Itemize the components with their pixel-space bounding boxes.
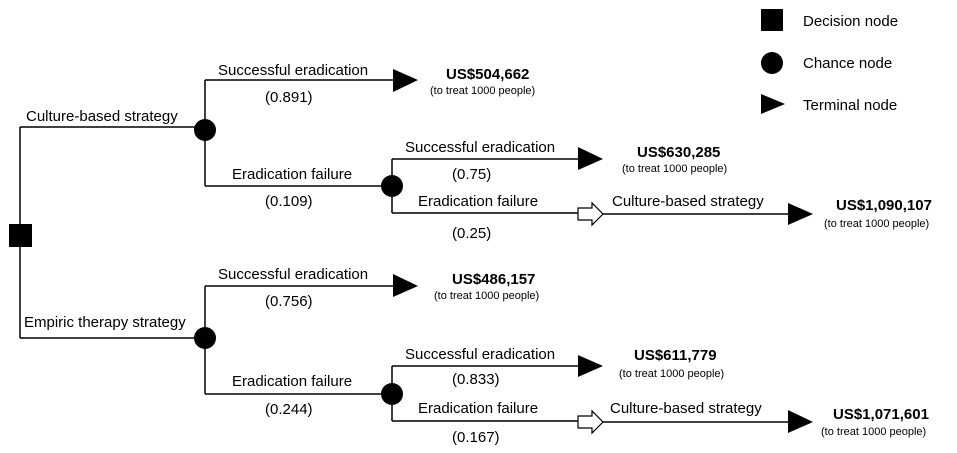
culture-sub-success-prob: (0.75) xyxy=(452,166,491,183)
empiric-strategy-label: Empiric therapy strategy xyxy=(24,314,186,331)
culture-success-label: Successful eradication xyxy=(218,62,368,79)
culture-fail-prob: (0.109) xyxy=(265,193,313,210)
culture-sub-success-terminal-icon xyxy=(578,147,603,170)
empiric-success-prob: (0.756) xyxy=(265,293,313,310)
empiric-success-cost: US$486,157 xyxy=(452,271,535,288)
legend: Decision node Chance node Terminal node xyxy=(761,9,898,114)
legend-chance-label: Chance node xyxy=(803,55,892,72)
legend-decision-icon xyxy=(761,9,783,31)
empiric-success-label: Successful eradication xyxy=(218,266,368,283)
culture-sub-fail-terminal-icon xyxy=(788,203,813,225)
empiric-success-note: (to treat 1000 people) xyxy=(434,290,539,302)
culture-sub-fail-transition-arrow-icon xyxy=(577,201,604,227)
empiric-sub-fail-terminal-icon xyxy=(788,410,813,433)
empiric-sub-fail-cost: US$1,071,601 xyxy=(833,406,929,423)
empiric-fail-prob: (0.244) xyxy=(265,401,313,418)
culture-branch: Culture-based strategy Successful eradic… xyxy=(20,62,932,242)
culture-sub-fail-label: Eradication failure xyxy=(418,193,538,210)
legend-chance-icon xyxy=(761,52,783,74)
culture-sub-fail-prob: (0.25) xyxy=(452,225,491,242)
empiric-next-strategy-label: Culture-based strategy xyxy=(610,400,762,417)
culture-success-cost: US$504,662 xyxy=(446,66,529,83)
empiric-sub-chance-node xyxy=(381,383,403,405)
culture-sub-chance-node xyxy=(381,175,403,197)
empiric-sub-success-prob: (0.833) xyxy=(452,371,500,388)
culture-fail-label: Eradication failure xyxy=(232,166,352,183)
decision-node xyxy=(9,224,32,247)
empiric-sub-fail-note: (to treat 1000 people) xyxy=(821,426,926,438)
legend-terminal-icon xyxy=(761,94,785,114)
culture-success-prob: (0.891) xyxy=(265,89,313,106)
empiric-success-terminal-icon xyxy=(393,274,418,297)
empiric-sub-fail-label: Eradication failure xyxy=(418,400,538,417)
culture-success-note: (to treat 1000 people) xyxy=(430,85,535,97)
empiric-branch: Empiric therapy strategy Successful erad… xyxy=(20,266,929,446)
culture-sub-success-cost: US$630,285 xyxy=(637,144,720,161)
culture-sub-fail-cost: US$1,090,107 xyxy=(836,197,932,214)
culture-chance-node xyxy=(194,119,216,141)
empiric-sub-fail-prob: (0.167) xyxy=(452,429,500,446)
empiric-sub-success-label: Successful eradication xyxy=(405,346,555,363)
culture-next-strategy-label: Culture-based strategy xyxy=(612,193,764,210)
legend-terminal-label: Terminal node xyxy=(803,97,897,114)
culture-sub-success-note: (to treat 1000 people) xyxy=(622,163,727,175)
empiric-sub-success-cost: US$611,779 xyxy=(634,347,717,364)
empiric-fail-label: Eradication failure xyxy=(232,373,352,390)
culture-sub-success-label: Successful eradication xyxy=(405,139,555,156)
empiric-sub-fail-transition-arrow-icon xyxy=(577,409,604,435)
culture-strategy-label: Culture-based strategy xyxy=(26,108,178,125)
empiric-sub-success-note: (to treat 1000 people) xyxy=(619,368,724,380)
empiric-chance-node xyxy=(194,327,216,349)
empiric-sub-success-terminal-icon xyxy=(578,355,603,377)
culture-sub-fail-note: (to treat 1000 people) xyxy=(824,218,929,230)
culture-success-terminal-icon xyxy=(393,69,418,92)
legend-decision-label: Decision node xyxy=(803,13,898,30)
